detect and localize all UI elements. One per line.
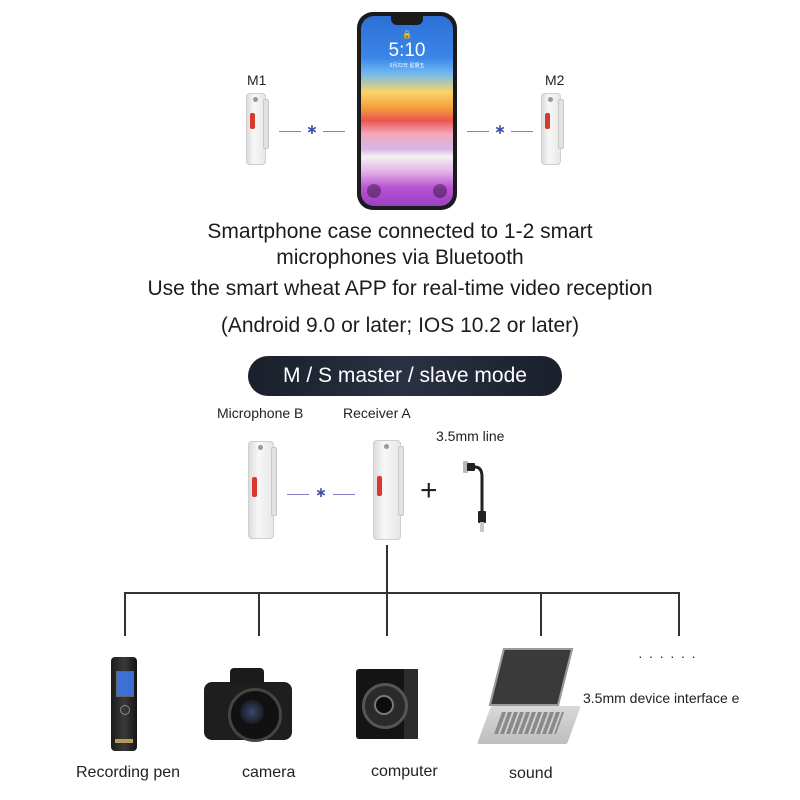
tree-branch: [540, 592, 542, 636]
tree-branch: [258, 592, 260, 636]
mic2-label: M2: [545, 72, 565, 88]
bluetooth-link-b: ∗: [287, 484, 355, 501]
bluetooth-icon: ∗: [306, 121, 318, 137]
caption-line-3: Use the smart wheat APP for real-time vi…: [147, 277, 653, 300]
bluetooth-icon: ∗: [494, 121, 506, 137]
tree-branch: [124, 592, 126, 636]
smartphone: 🔒 5:10 6月22日 星期五: [357, 12, 457, 210]
tree-branch: [678, 592, 680, 636]
microphone-m2: [541, 93, 564, 165]
camera-icon: [433, 184, 447, 198]
tree-trunk: [386, 545, 388, 593]
cable-label: 3.5mm line: [436, 428, 505, 444]
device-label-recording-pen: Recording pen: [76, 764, 181, 781]
device-label-computer: computer: [371, 763, 438, 780]
computer-speaker-icon: [356, 669, 418, 739]
microphone-m1: [246, 93, 269, 165]
phone-screen: 🔒 5:10 6月22日 星期五: [361, 16, 453, 206]
receiver-a-label: Receiver A: [343, 405, 411, 421]
phone-date: 6月22日 星期五: [389, 63, 425, 69]
tree-branch: [386, 592, 388, 636]
mic1-label: M1: [247, 72, 267, 88]
audio-cable-icon: [463, 461, 486, 532]
mode-title-badge: M / S master / slave mode: [248, 356, 562, 396]
tree-bar: [124, 592, 680, 594]
phone-time: 5:10: [388, 40, 426, 61]
device-label-3-5mm-interface: 3.5mm device interface e: [583, 690, 740, 706]
microphone-b-label: Microphone B: [217, 405, 304, 421]
caption-line-1: Smartphone case connected to 1-2 smart: [207, 220, 593, 243]
caption-line-4: (Android 9.0 or later; IOS 10.2 or later…: [220, 314, 580, 337]
bluetooth-icon: ∗: [315, 484, 327, 500]
bluetooth-link-m1: ∗: [279, 121, 345, 138]
receiver-a: [373, 440, 404, 540]
microphone-b: [248, 441, 277, 539]
ellipsis-dots: ······: [638, 648, 702, 664]
laptop-icon: [477, 648, 581, 746]
recording-pen-icon: [111, 657, 137, 751]
device-label-sound: sound: [509, 765, 553, 782]
flashlight-icon: [367, 184, 381, 198]
bluetooth-link-m2: ∗: [467, 121, 533, 138]
plus-sign: +: [420, 474, 438, 507]
camera-icon: [204, 668, 292, 742]
device-label-camera: camera: [242, 764, 296, 781]
lock-icon: 🔒: [402, 30, 412, 39]
caption-line-2: microphones via Bluetooth: [276, 246, 524, 269]
